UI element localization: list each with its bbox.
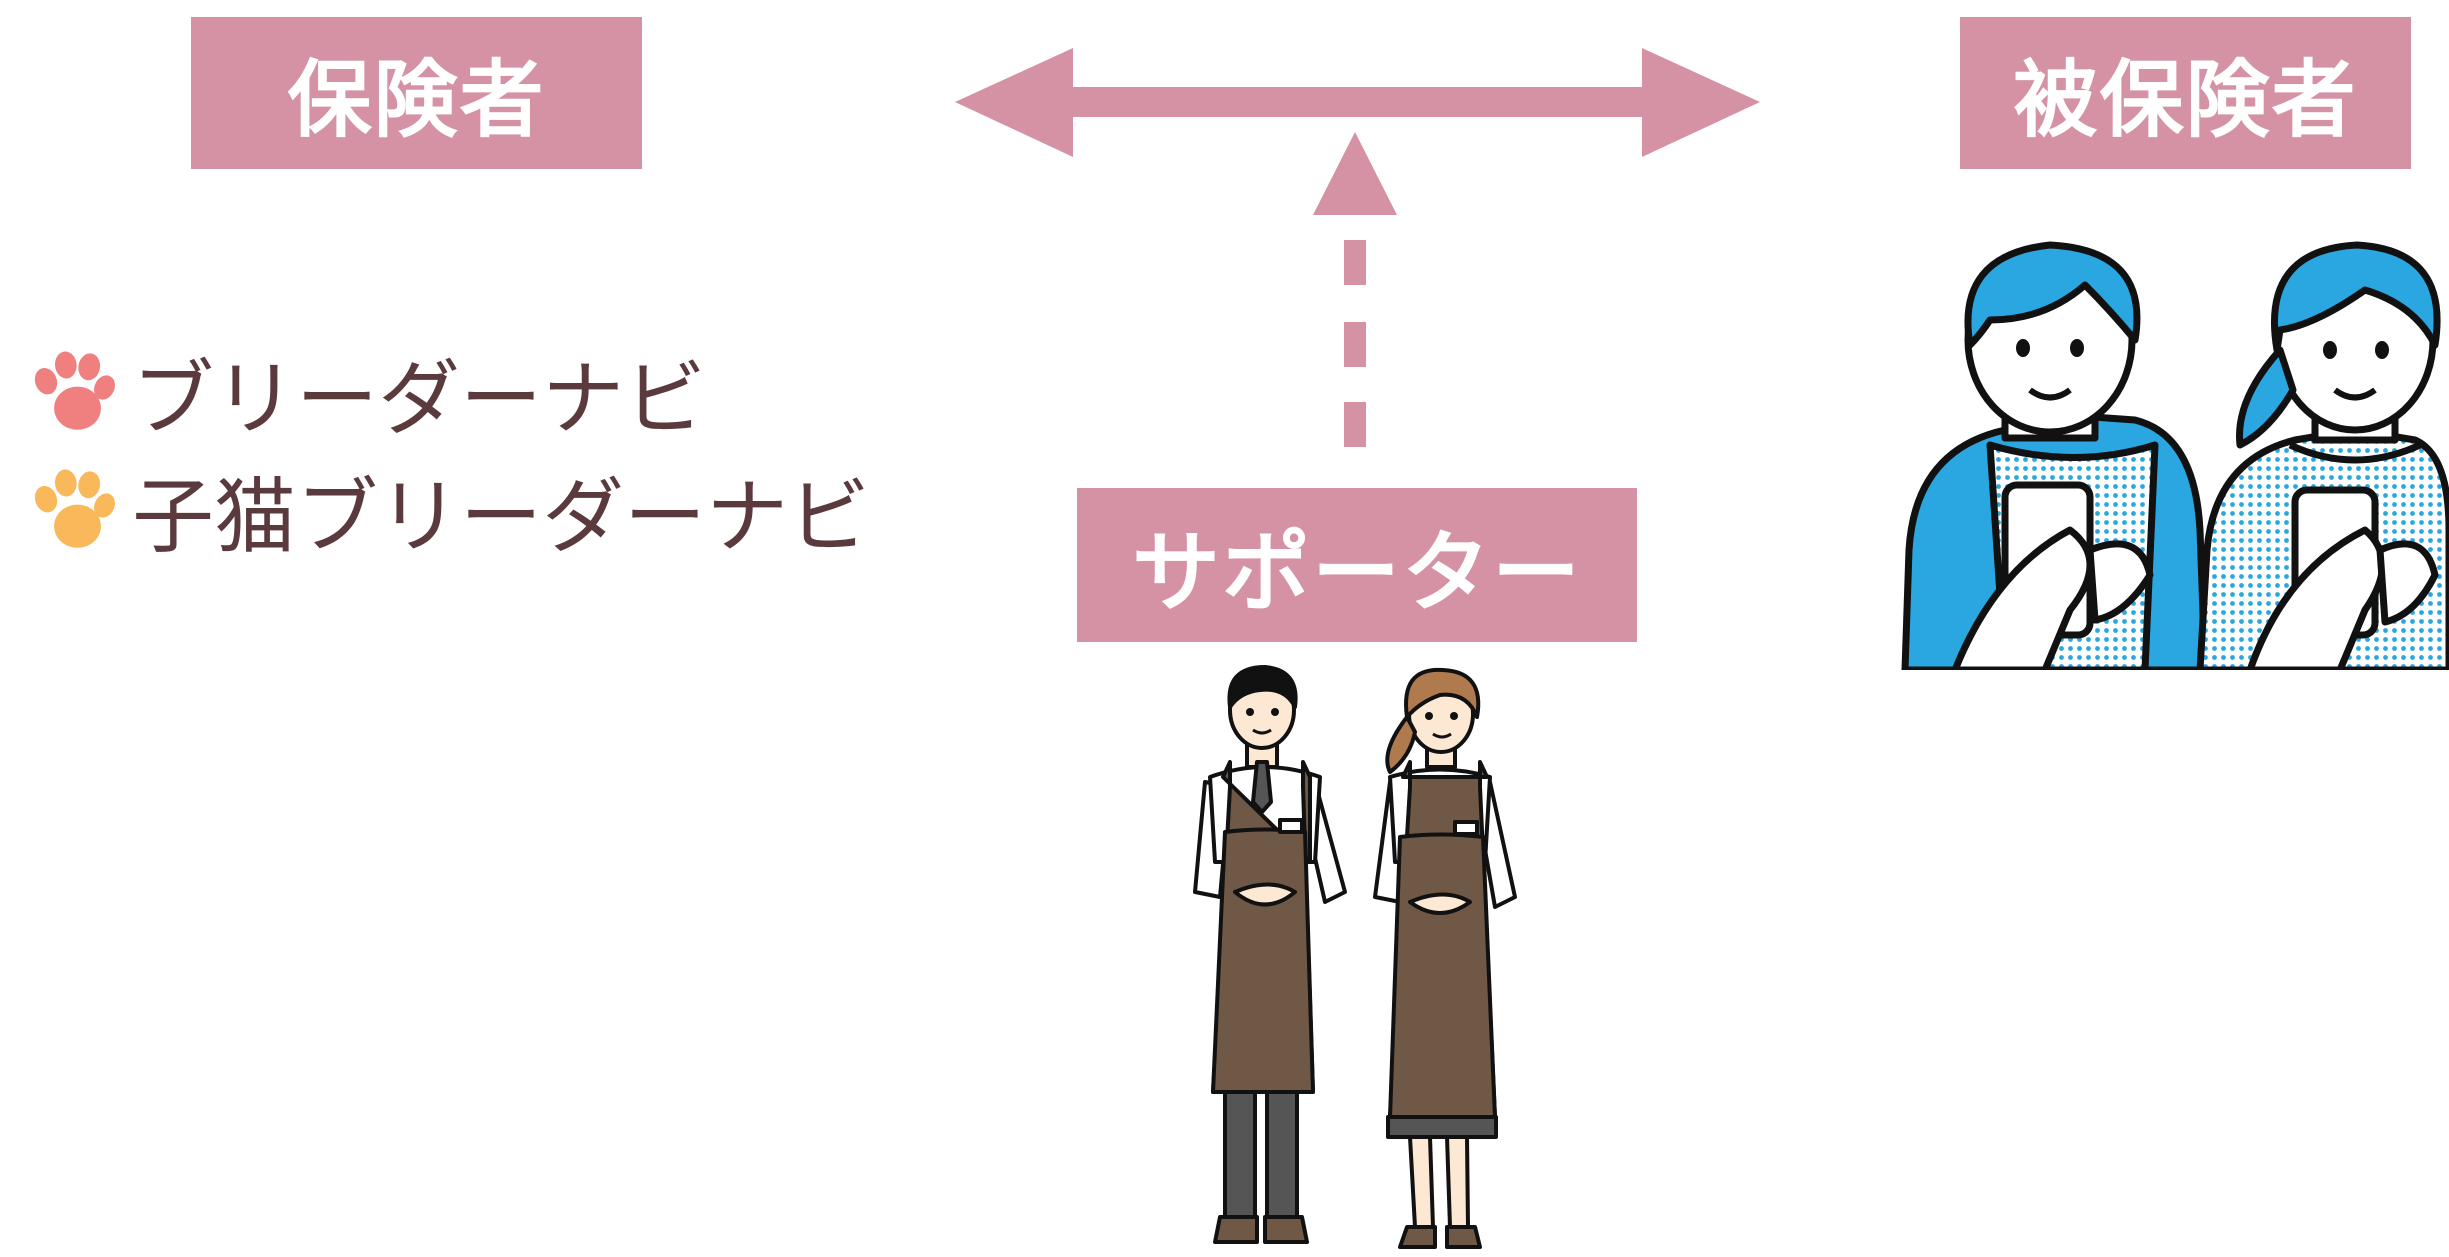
brand-name: 子猫ブリーダーナビ xyxy=(132,470,871,565)
dashed-up-arrow-icon xyxy=(1313,132,1397,447)
brand-name: ブリーダーナビ xyxy=(132,352,707,447)
two-smartphone-users-icon xyxy=(1901,241,2449,670)
insurer-label-box: 保険者 xyxy=(191,17,642,169)
insurer-label: 保険者 xyxy=(287,50,546,149)
paw-icon xyxy=(34,351,115,430)
insured-label-box: 被保険者 xyxy=(1960,17,2411,169)
insured-label: 被保険者 xyxy=(2013,50,2358,149)
double-arrow-icon xyxy=(955,48,1760,157)
paw-icon xyxy=(34,469,115,548)
two-apron-staff-icon xyxy=(1193,665,1517,1249)
supporter-label: サポーター xyxy=(1131,520,1582,624)
brand-item-kitten-breeder-navi: 子猫ブリーダーナビ xyxy=(28,450,870,569)
supporter-label-box: サポーター xyxy=(1077,488,1637,642)
brand-item-breeder-navi: ブリーダーナビ xyxy=(28,332,706,451)
